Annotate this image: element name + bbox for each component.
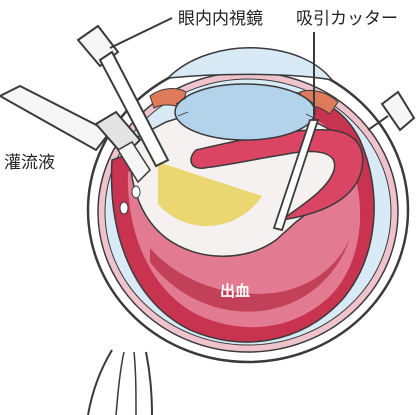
optic-nerve bbox=[88, 350, 152, 415]
lens bbox=[175, 84, 315, 140]
label-irrigation: 灌流液 bbox=[4, 153, 55, 173]
label-hemorrhage: 出血 bbox=[220, 282, 250, 300]
label-cutter: 吸引カッター bbox=[296, 9, 398, 29]
right-port bbox=[368, 92, 414, 130]
label-endoscope: 眼内内視鏡 bbox=[178, 9, 263, 29]
